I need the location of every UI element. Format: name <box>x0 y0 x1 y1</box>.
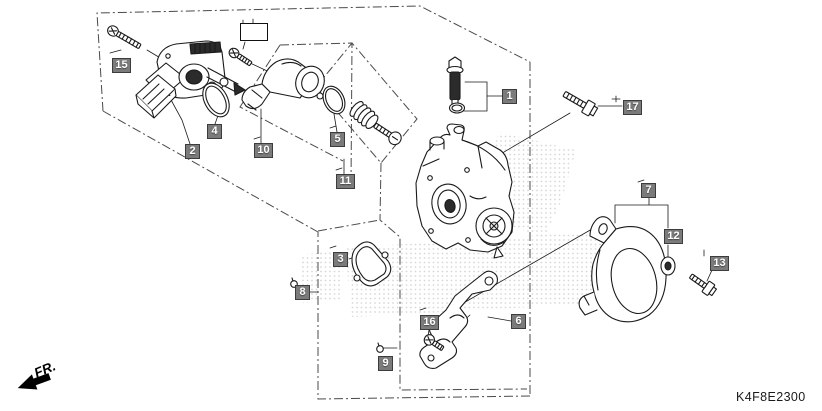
part-label-7[interactable]: 7 <box>641 183 656 198</box>
diagram-part-code: K4F8E2300 <box>736 390 806 404</box>
part-label-10[interactable]: 10 <box>254 143 273 158</box>
empty-reference-box <box>240 23 268 41</box>
o-ring-5 <box>319 83 349 118</box>
part-label-11[interactable]: 11 <box>336 174 355 189</box>
fr-direction-arrow <box>17 373 51 390</box>
part-label-13[interactable]: 13 <box>710 256 729 271</box>
part-label-12[interactable]: 12 <box>664 229 683 244</box>
screw-16 <box>422 333 445 353</box>
group-boundary-lines <box>97 6 530 399</box>
clip-8 <box>291 278 298 287</box>
clip-9 <box>377 343 384 352</box>
gasket-3 <box>352 242 391 286</box>
cover-7 <box>579 217 666 322</box>
injector-screw <box>227 46 253 67</box>
washer-12 <box>661 257 675 275</box>
flange-bolt-17 <box>561 88 599 118</box>
part-label-8[interactable]: 8 <box>295 285 310 300</box>
part-label-2[interactable]: 2 <box>185 144 200 159</box>
bolt-and-o-ring-1 <box>447 57 465 113</box>
part-label-4[interactable]: 4 <box>207 124 222 139</box>
part-label-17[interactable]: 17 <box>623 100 642 115</box>
part-label-5[interactable]: 5 <box>330 132 345 147</box>
part-label-9[interactable]: 9 <box>378 356 393 371</box>
throttle-body <box>416 124 514 258</box>
screw-15 <box>106 24 143 51</box>
part-label-3[interactable]: 3 <box>333 252 348 267</box>
o-ring-4 <box>197 78 234 121</box>
spring-and-screw-11 <box>348 99 404 147</box>
part-label-1[interactable]: 1 <box>502 89 517 104</box>
part-label-15[interactable]: 15 <box>112 58 131 73</box>
bolt-13 <box>687 271 718 298</box>
part-label-6[interactable]: 6 <box>511 314 526 329</box>
part-label-16[interactable]: 16 <box>420 315 439 330</box>
